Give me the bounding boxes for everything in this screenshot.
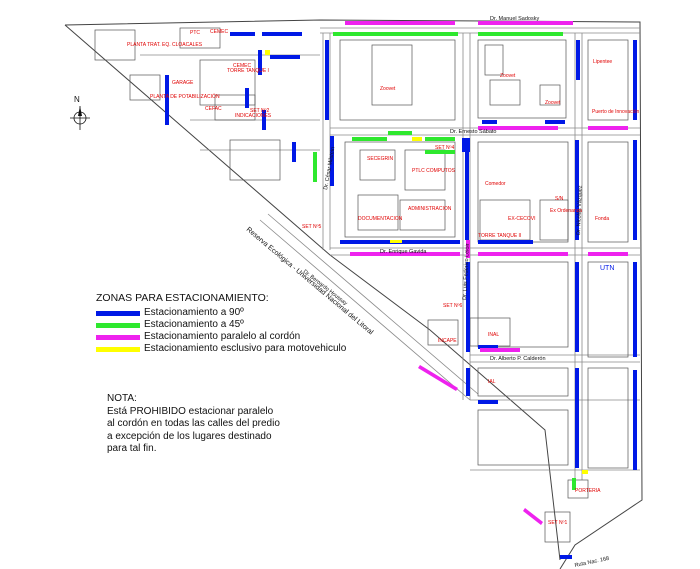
label-zoovet-2: Zoovet [500,73,516,79]
north-arrow-icon: N [70,95,90,130]
label-seceorn: SECEGRIN [367,156,394,162]
legend-label: Estacionamiento a 90º [144,307,244,318]
label-set-5: SET Nº5 [302,224,321,230]
label-incape: INCAPE [438,338,457,344]
campus-boundary [64,19,643,569]
legend-title: ZONAS PARA ESTACIONAMIENTO: [96,292,269,304]
label-ial: IAL [488,379,496,385]
legend-item: Estacionamiento a 90º [96,307,356,319]
label-ptlc: PTLC COMPUTOS [412,168,456,174]
label-set-6: SET Nº6 [443,303,462,309]
parking-parallel-segments [345,21,628,525]
legend-swatch [96,347,140,352]
label-fonda: Fonda [595,216,609,222]
label-ptc: PTC [190,30,200,36]
street-caldero: Dr. Alberto P. Calderón [490,356,546,362]
parking-45-segments [313,32,576,490]
compass-label: N [74,95,80,104]
legend-item: Estacionamiento a 45º [96,319,356,331]
label-set-sabato: SET Nº4 [435,145,454,151]
note-title: NOTA: [107,393,137,404]
legend: ZONAS PARA ESTACIONAMIENTO: Estacionamie… [96,292,356,355]
label-cemec: CEMEC [210,29,228,35]
legend-label: Estacionamiento esclusivo para motovehic… [144,343,347,354]
label-set-2: SET Nº2 [250,108,269,114]
street-nordeste: Dr. Nicolás Vázquez [576,185,584,235]
note-body: Está PROHIBIDO estacionar paralelo al co… [107,405,280,455]
street-gavida: Dr. Enrique Gavida [380,249,427,255]
label-zoovet-3: Zoovet [545,100,561,106]
label-comedor: Comedor [485,181,506,187]
label-indicaciones: INDICACIONES [235,113,272,119]
label-lipentee: Lipentee [593,59,612,65]
legend-item: Estacionamiento paralelo al cordón [96,331,356,343]
label-ex-ordenanza: Ex Ordenanza [550,208,582,214]
parking-moto-segments [265,50,588,474]
label-ex-cecovi: EX-CECOVI [508,216,536,222]
legend-swatch [96,311,140,316]
label-cefac: CEFAC [205,106,222,112]
street-sadosky: Dr. Manuel Sadosky [490,16,539,22]
legend-item: Estacionamiento esclusivo para motovehic… [96,343,356,355]
compass: N [68,94,92,134]
label-puerto-innov: Puerto de Innovación [592,109,639,115]
legend-label: Estacionamiento paralelo al cordón [144,331,301,342]
label-inal: INAL [488,332,499,338]
building-labels: PLANTA TRAT. EQ. CLOACALES PTC CEMEC TOR… [127,29,639,526]
label-porteria: PORTERIA [575,488,601,494]
label-cemec-2: CEMEC [233,63,251,69]
legend-swatch [96,323,140,328]
label-set-1: SET Nº1 [548,520,567,526]
building-outlines [94,27,629,543]
label-zoovet-1: Zoovet [380,86,396,92]
street-sabato: Dr. Ernesto Sábato [450,129,496,135]
legend-swatch [96,335,140,340]
label-garage: GARAGE [172,80,194,86]
note: NOTA: Está PROHIBIDO estacionar paralelo… [107,393,307,456]
label-planta-potab: PLANTA DE POTABILIZACIÓN [150,93,220,100]
label-planta-cloacales: PLANTA TRAT. EQ. CLOACALES [127,42,203,48]
legend-label: Estacionamiento a 45º [144,319,244,330]
parking-90-segments [165,32,637,559]
label-sn: S/N [555,196,564,202]
street-milstein: Dr. César Milstein [323,147,336,191]
label-documentacion: DOCUMENTACION [358,216,403,222]
label-utn: UTN [600,265,614,272]
label-tanque-1: TORRE TANQUE I [227,68,269,74]
label-tanque-2: TORRE TANQUE II [478,233,521,239]
street-leloir: Dr. Luis Federico Leloir [462,243,471,300]
street-ruta: Ruta Nac. 168 [574,556,610,569]
label-administracion: ADMINISTRACION [408,206,452,212]
